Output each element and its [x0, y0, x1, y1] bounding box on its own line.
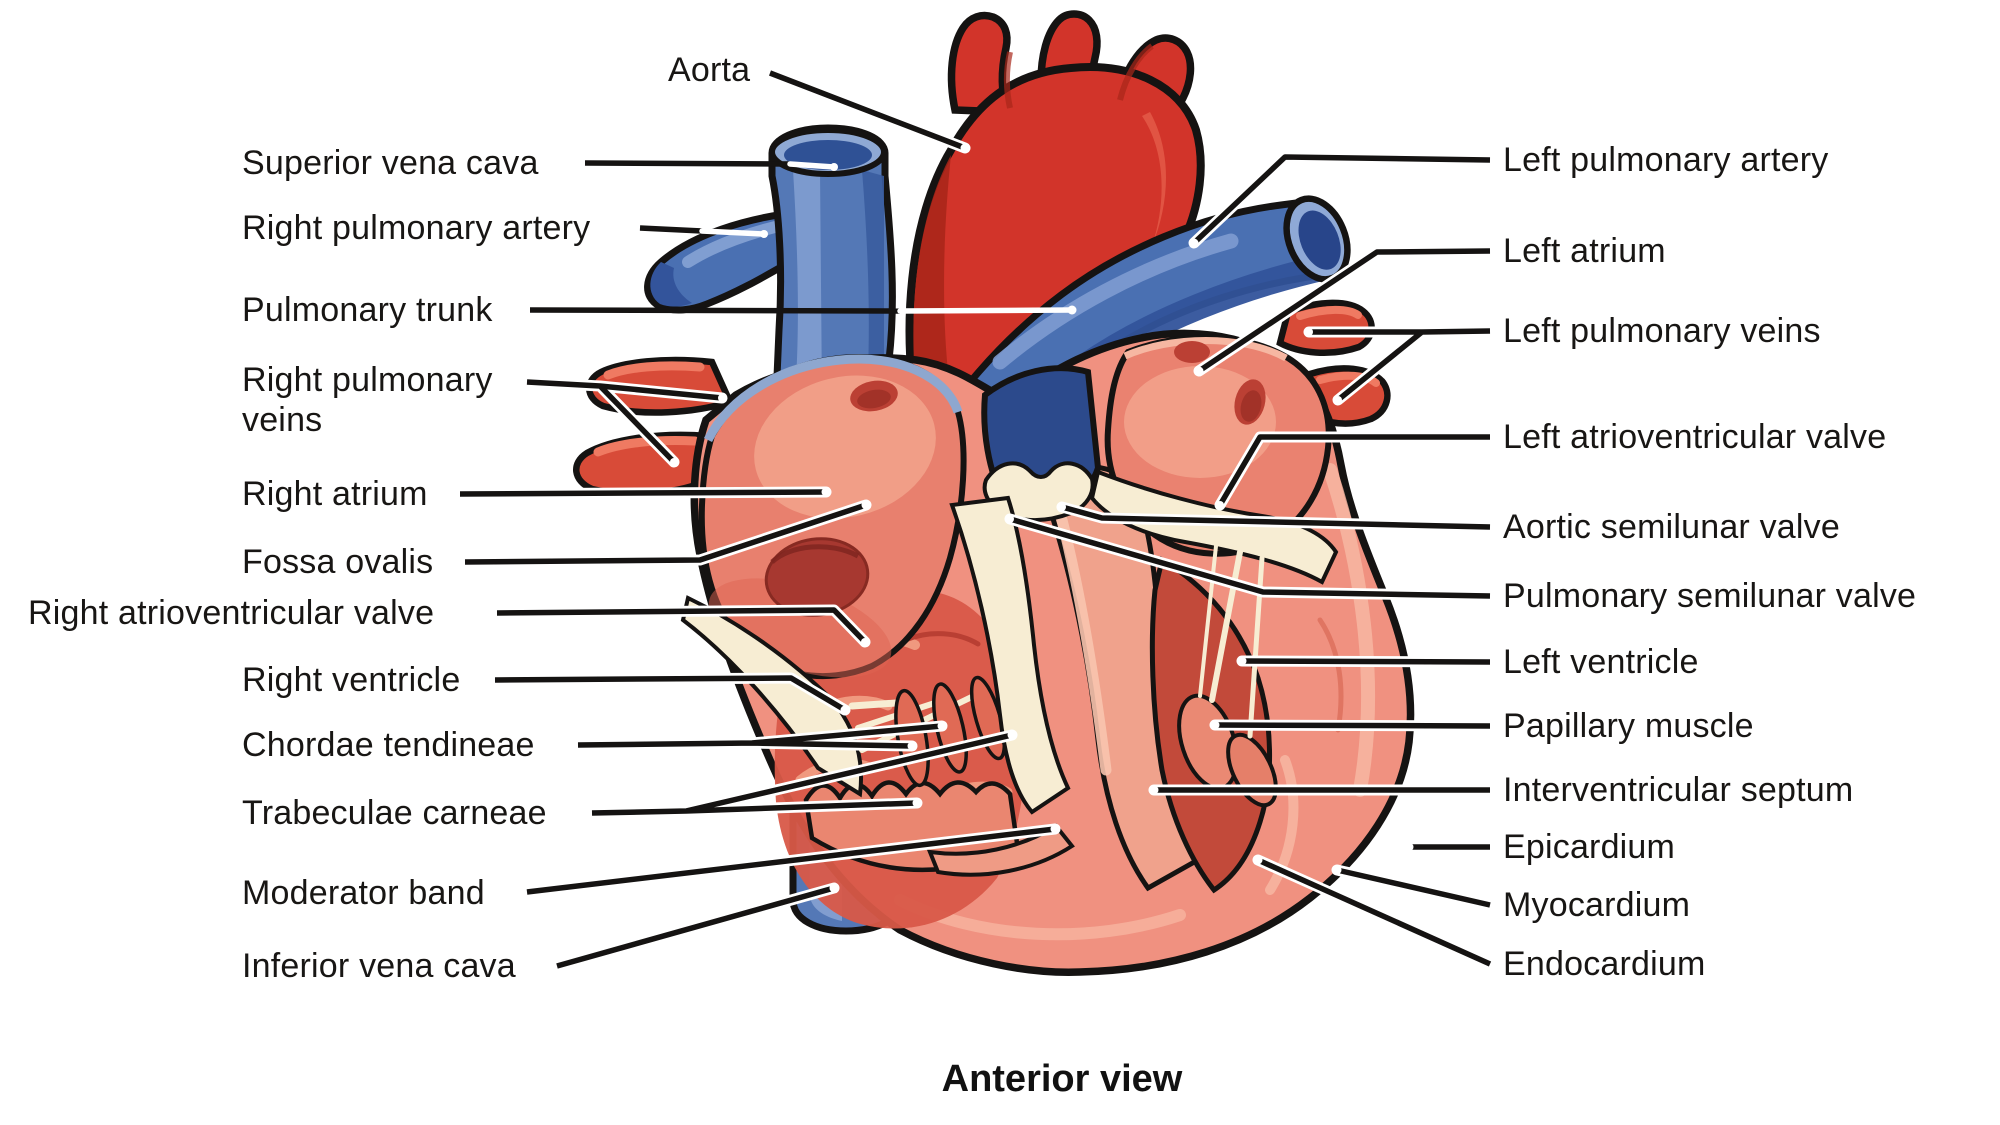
label-left-atrioventricular-valve: Left atrioventricular valve	[1503, 418, 1887, 456]
leader-right-ventricle	[489, 672, 851, 716]
label-interventricular-septum: Interventricular septum	[1503, 771, 1854, 809]
moderator-band-shape	[926, 823, 1075, 877]
leader-aorta	[764, 67, 971, 154]
label-left-atrium: Left atrium	[1503, 232, 1666, 270]
leader-superior-vena-cava	[584, 160, 837, 170]
label-right-ventricle: Right ventricle	[242, 661, 461, 699]
atrium-cut-rim	[703, 354, 963, 443]
label-inferior-vena-cava: Inferior vena cava	[242, 947, 516, 985]
superior-vena-cava-shape	[768, 124, 896, 404]
leader-right-pulmonary-veins	[521, 376, 728, 468]
leader-left-atrioventricular-valve	[1214, 431, 1496, 511]
label-fossa-ovalis: Fossa ovalis	[242, 543, 434, 581]
leader-inferior-vena-cava	[551, 882, 840, 972]
label-papillary-muscle: Papillary muscle	[1503, 707, 1754, 745]
leader-lines	[454, 67, 1496, 972]
figure-caption: Anterior view	[941, 1058, 1183, 1100]
label-left-pulmonary-artery: Left pulmonary artery	[1503, 141, 1829, 179]
leader-left-pulmonary-artery	[1188, 151, 1496, 249]
label-epicardium: Epicardium	[1503, 828, 1676, 866]
leader-moderator-band	[521, 823, 1061, 898]
label-left-pulmonary-veins: Left pulmonary veins	[1503, 312, 1821, 350]
label-moderator-band: Moderator band	[242, 874, 485, 912]
leader-pulmonary-semilunar-valve	[1004, 513, 1496, 602]
label-aorta: Aorta	[668, 51, 751, 89]
label-superior-vena-cava: Superior vena cava	[242, 144, 539, 182]
leader-pulmonary-trunk	[529, 307, 1075, 314]
leader-right-pulmonary-artery	[639, 225, 767, 237]
leader-left-pulmonary-veins	[1303, 325, 1496, 406]
central-fibrous-band	[949, 495, 1071, 815]
label-endocardium: Endocardium	[1503, 945, 1706, 983]
leader-right-atrioventricular-valve	[491, 604, 871, 648]
right-pulmonary-artery-shape	[644, 208, 812, 314]
label-left-ventricle: Left ventricle	[1503, 643, 1699, 681]
label-right-pulmonary-artery: Right pulmonary artery	[242, 209, 591, 247]
leader-right-atrium	[454, 486, 832, 500]
label-chordae-tendineae: Chordae tendineae	[242, 726, 535, 764]
leader-fossa-ovalis	[459, 499, 872, 568]
label-right-atrium: Right atrium	[242, 475, 428, 513]
label-aortic-semilunar-valve: Aortic semilunar valve	[1503, 508, 1840, 546]
label-pulmonary-trunk: Pulmonary trunk	[242, 291, 493, 329]
label-pulmonary-semilunar-valve: Pulmonary semilunar valve	[1503, 577, 1917, 615]
label-right-pulmonary-veins: Right pulmonary veins	[242, 361, 493, 439]
leader-trabeculae-carneae	[586, 729, 1018, 819]
leader-left-ventricle	[1236, 655, 1496, 668]
leader-chordae-tendineae	[572, 720, 948, 752]
leader-aortic-semilunar-valve	[1056, 501, 1496, 533]
label-myocardium: Myocardium	[1503, 886, 1691, 924]
leader-myocardium	[1331, 864, 1496, 911]
label-right-atrioventricular-valve: Right atrioventricular valve	[28, 594, 435, 632]
leader-endocardium	[1252, 854, 1496, 970]
leader-tip-dots	[670, 143, 1414, 893]
label-trabeculae-carneae: Trabeculae carneae	[242, 794, 547, 832]
leader-papillary-muscle	[1209, 719, 1496, 732]
leader-left-atrium	[1193, 245, 1496, 377]
